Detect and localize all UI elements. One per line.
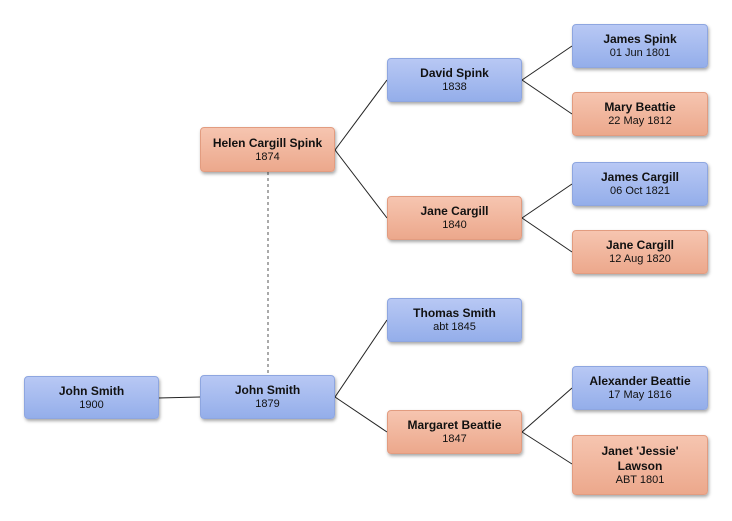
person-name: Mary Beattie <box>604 100 676 114</box>
connector-margaret-alexander <box>521 387 573 433</box>
person-node-james-spink[interactable]: James Spink 01 Jun 1801 <box>572 24 708 68</box>
connector-spouse-jane <box>334 149 388 219</box>
person-date: 1900 <box>79 398 104 411</box>
person-name-line1: Janet 'Jessie' <box>601 443 679 458</box>
person-name: John Smith <box>234 383 301 397</box>
person-name: Margaret Beattie <box>407 418 502 432</box>
person-name-line2: Lawson <box>617 458 663 473</box>
connector-father-margaret <box>334 396 388 433</box>
person-node-james-cargill[interactable]: James Cargill 06 Oct 1821 <box>572 162 708 206</box>
connector-david-mary <box>521 79 573 115</box>
person-node-alexander-beattie[interactable]: Alexander Beattie 17 May 1816 <box>572 366 708 410</box>
person-date: 1838 <box>442 81 467 93</box>
person-name: David Spink <box>420 66 489 80</box>
person-date: abt 1845 <box>433 321 476 333</box>
person-node-janet-jessie-lawson[interactable]: Janet 'Jessie' Lawson ABT 1801 <box>572 435 708 495</box>
person-name: Alexander Beattie <box>589 374 691 388</box>
person-node-jane-cargill-1840[interactable]: Jane Cargill 1840 <box>387 196 522 240</box>
person-node-thomas-smith[interactable]: Thomas Smith abt 1845 <box>387 298 522 342</box>
person-node-john-smith-1900[interactable]: John Smith 1900 <box>24 376 159 419</box>
person-date: 06 Oct 1821 <box>610 185 670 197</box>
person-name: James Spink <box>603 32 677 46</box>
person-date: 1874 <box>255 150 280 163</box>
person-date: 1879 <box>255 398 280 410</box>
person-date: 1847 <box>442 433 467 445</box>
person-date: 17 May 1816 <box>608 389 672 401</box>
person-node-john-smith-1879[interactable]: John Smith 1879 <box>200 375 335 419</box>
connector-jane-jamescargill <box>521 183 573 219</box>
connector-father-thomas <box>334 319 388 398</box>
person-name: Jane Cargill <box>605 238 675 252</box>
person-name: Jane Cargill <box>420 204 489 218</box>
person-name: Helen Cargill Spink <box>212 135 323 150</box>
person-date: 1840 <box>442 219 467 231</box>
person-name: John Smith <box>58 383 125 398</box>
person-node-jane-cargill-1820[interactable]: Jane Cargill 12 Aug 1820 <box>572 230 708 274</box>
connector-spouse-david <box>334 79 388 151</box>
person-node-margaret-beattie[interactable]: Margaret Beattie 1847 <box>387 410 522 454</box>
person-date: 22 May 1812 <box>608 115 672 127</box>
connector-root-father <box>157 396 201 399</box>
connector-margaret-janet <box>521 431 573 465</box>
person-date: ABT 1801 <box>615 473 665 486</box>
person-name: Thomas Smith <box>413 306 496 320</box>
person-node-mary-beattie[interactable]: Mary Beattie 22 May 1812 <box>572 92 708 136</box>
connector-jane-jane <box>521 217 573 253</box>
person-node-david-spink[interactable]: David Spink 1838 <box>387 58 522 102</box>
person-date: 01 Jun 1801 <box>609 47 671 59</box>
person-node-helen-cargill-spink[interactable]: Helen Cargill Spink 1874 <box>200 127 335 172</box>
person-name: James Cargill <box>600 170 680 184</box>
person-date: 12 Aug 1820 <box>609 253 671 265</box>
connector-david-jamesspink <box>521 45 573 81</box>
